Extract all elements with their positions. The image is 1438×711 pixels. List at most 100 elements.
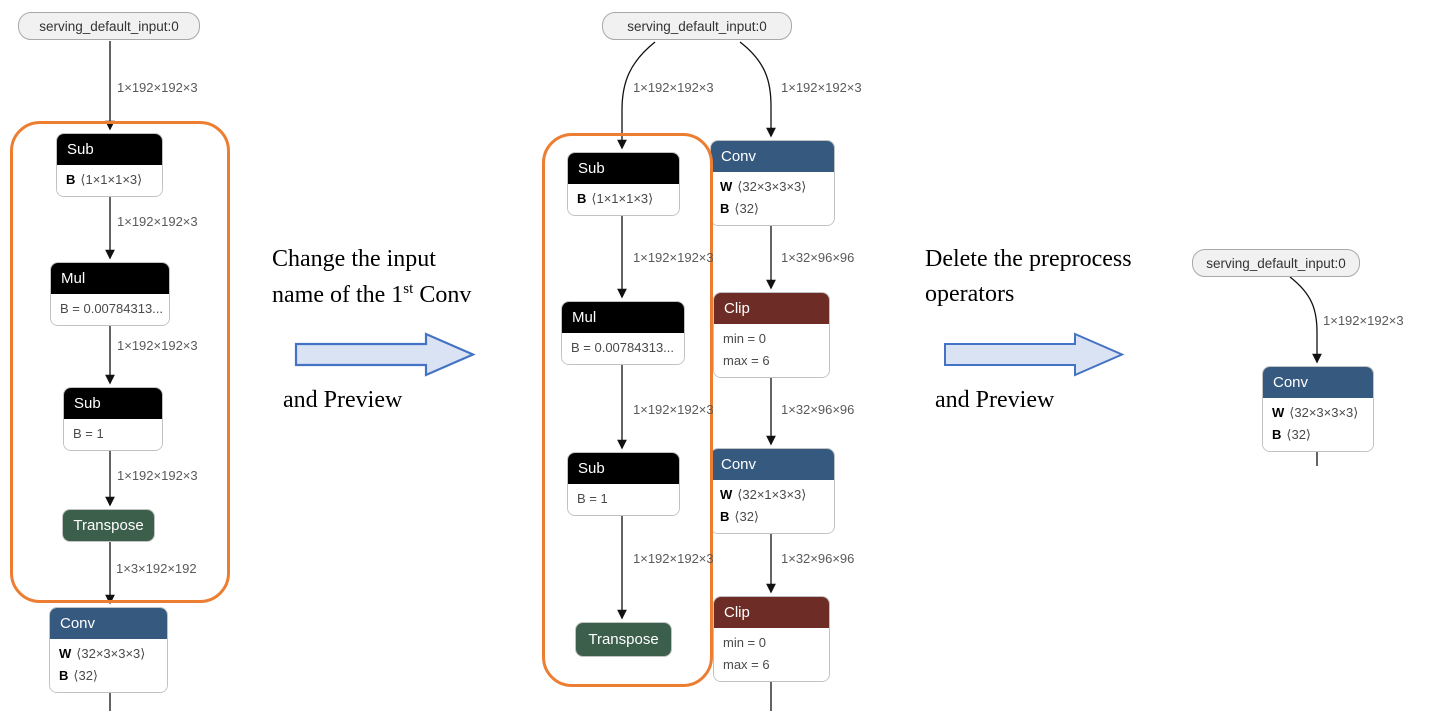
node-attr: B = 0.00784313... <box>571 340 675 355</box>
op-node-conv: Conv W⟨32×3×3×3⟩ B⟨32⟩ <box>49 607 168 693</box>
op-node-transpose: Transpose <box>575 622 672 657</box>
edge <box>739 41 776 138</box>
annotation-line: operators <box>925 281 1015 307</box>
node-body: W⟨32×1×3×3⟩ B⟨32⟩ <box>711 480 834 533</box>
node-header: Sub <box>64 388 162 419</box>
node-title: Conv <box>60 615 96 632</box>
op-node-conv: Conv W⟨32×1×3×3⟩ B⟨32⟩ <box>710 448 835 534</box>
node-body: B = 1 <box>568 484 679 515</box>
node-attr: B⟨32⟩ <box>1272 427 1311 442</box>
node-attr: B⟨32⟩ <box>720 509 759 524</box>
node-attr: min = 0 <box>723 331 766 346</box>
node-attr: max = 6 <box>723 657 770 672</box>
node-body: B = 0.00784313... <box>51 294 169 325</box>
edge-label: 1×32×96×96 <box>781 402 855 417</box>
node-attr: max = 6 <box>723 353 770 368</box>
node-header: Conv <box>711 141 834 172</box>
node-body: W⟨32×3×3×3⟩ B⟨32⟩ <box>50 639 167 692</box>
edge <box>1289 276 1322 364</box>
edge-label: 1×192×192×3 <box>117 214 198 229</box>
op-node-clip: Clip min = 0 max = 6 <box>713 292 830 378</box>
input-node-label: serving_default_input:0 <box>1206 255 1346 271</box>
edge-label: 1×192×192×3 <box>117 80 198 95</box>
node-title: Conv <box>721 148 757 165</box>
edge-label: 1×192×192×3 <box>1323 313 1404 328</box>
op-node-conv: Conv W⟨32×3×3×3⟩ B⟨32⟩ <box>1262 366 1374 452</box>
node-body: B⟨1×1×1×3⟩ <box>57 165 162 196</box>
op-node-sub: Sub B⟨1×1×1×3⟩ <box>567 152 680 216</box>
node-header: Conv <box>1263 367 1373 398</box>
node-attr: W⟨32×3×3×3⟩ <box>1272 405 1359 420</box>
node-attr: B⟨32⟩ <box>720 201 759 216</box>
node-header: Sub <box>568 453 679 484</box>
node-header: Mul <box>51 263 169 294</box>
node-attr: min = 0 <box>723 635 766 650</box>
node-header: Clip <box>714 293 829 324</box>
node-attr: W⟨32×3×3×3⟩ <box>59 646 146 661</box>
input-node-label: serving_default_input:0 <box>39 18 179 34</box>
node-header: Sub <box>57 134 162 165</box>
annotation-line: and Preview <box>283 387 403 413</box>
node-body: W⟨32×3×3×3⟩ B⟨32⟩ <box>711 172 834 225</box>
node-title: Sub <box>67 141 94 158</box>
node-body: min = 0 max = 6 <box>714 628 829 681</box>
node-title: Sub <box>74 395 101 412</box>
edge-label: 1×192×192×3 <box>781 80 862 95</box>
input-node: serving_default_input:0 <box>18 12 200 40</box>
edge-label: 1×192×192×3 <box>633 551 714 566</box>
node-body: B = 0.00784313... <box>562 333 684 364</box>
node-header: Conv <box>50 608 167 639</box>
edge-label: 1×192×192×3 <box>633 250 714 265</box>
op-node-transpose: Transpose <box>62 509 155 542</box>
node-title: Conv <box>1273 374 1309 391</box>
node-attr: B = 0.00784313... <box>60 301 164 316</box>
node-attr: W⟨32×1×3×3⟩ <box>720 487 807 502</box>
input-node: serving_default_input:0 <box>602 12 792 40</box>
node-title: Mul <box>61 270 86 287</box>
edge-label: 1×3×192×192 <box>116 561 197 576</box>
input-node: serving_default_input:0 <box>1192 249 1360 277</box>
edge-label: 1×192×192×3 <box>633 80 714 95</box>
node-title: Mul <box>572 309 597 326</box>
node-body: B = 1 <box>64 419 162 450</box>
annotation-line: Delete the preprocess <box>925 246 1132 272</box>
edge-label: 1×32×96×96 <box>781 250 855 265</box>
node-title: Clip <box>724 300 750 317</box>
node-title: Clip <box>724 604 750 621</box>
node-attr: B = 1 <box>577 491 608 506</box>
block-arrow-right-icon <box>944 332 1125 377</box>
edge <box>617 41 656 150</box>
op-node-conv: Conv W⟨32×3×3×3⟩ B⟨32⟩ <box>710 140 835 226</box>
node-attr: W⟨32×3×3×3⟩ <box>720 179 807 194</box>
block-arrow-right-icon <box>294 332 476 377</box>
node-header: Clip <box>714 597 829 628</box>
annotation-line: Change the input <box>272 246 436 272</box>
op-node-mul: Mul B = 0.00784313... <box>50 262 170 326</box>
node-title: Sub <box>578 160 605 177</box>
annotation-line: and Preview <box>935 387 1055 413</box>
node-body: W⟨32×3×3×3⟩ B⟨32⟩ <box>1263 398 1373 451</box>
node-title: Transpose <box>588 631 659 648</box>
edge-label: 1×192×192×3 <box>117 338 198 353</box>
edge-label: 1×192×192×3 <box>633 402 714 417</box>
edge-label: 1×32×96×96 <box>781 551 855 566</box>
node-title: Sub <box>578 460 605 477</box>
node-title: Conv <box>721 456 757 473</box>
edge-label: 1×192×192×3 <box>117 468 198 483</box>
node-body: min = 0 max = 6 <box>714 324 829 377</box>
op-node-mul: Mul B = 0.00784313... <box>561 301 685 365</box>
node-body: B⟨1×1×1×3⟩ <box>568 184 679 215</box>
node-attr: B⟨1×1×1×3⟩ <box>66 172 143 187</box>
op-node-clip: Clip min = 0 max = 6 <box>713 596 830 682</box>
op-node-sub: Sub B⟨1×1×1×3⟩ <box>56 133 163 197</box>
node-header: Sub <box>568 153 679 184</box>
node-attr: B = 1 <box>73 426 104 441</box>
op-node-sub: Sub B = 1 <box>63 387 163 451</box>
annotation-line: name of the 1st Conv <box>272 281 472 308</box>
node-title: Transpose <box>73 517 144 534</box>
node-attr: B⟨1×1×1×3⟩ <box>577 191 654 206</box>
node-attr: B⟨32⟩ <box>59 668 98 683</box>
node-header: Conv <box>711 449 834 480</box>
